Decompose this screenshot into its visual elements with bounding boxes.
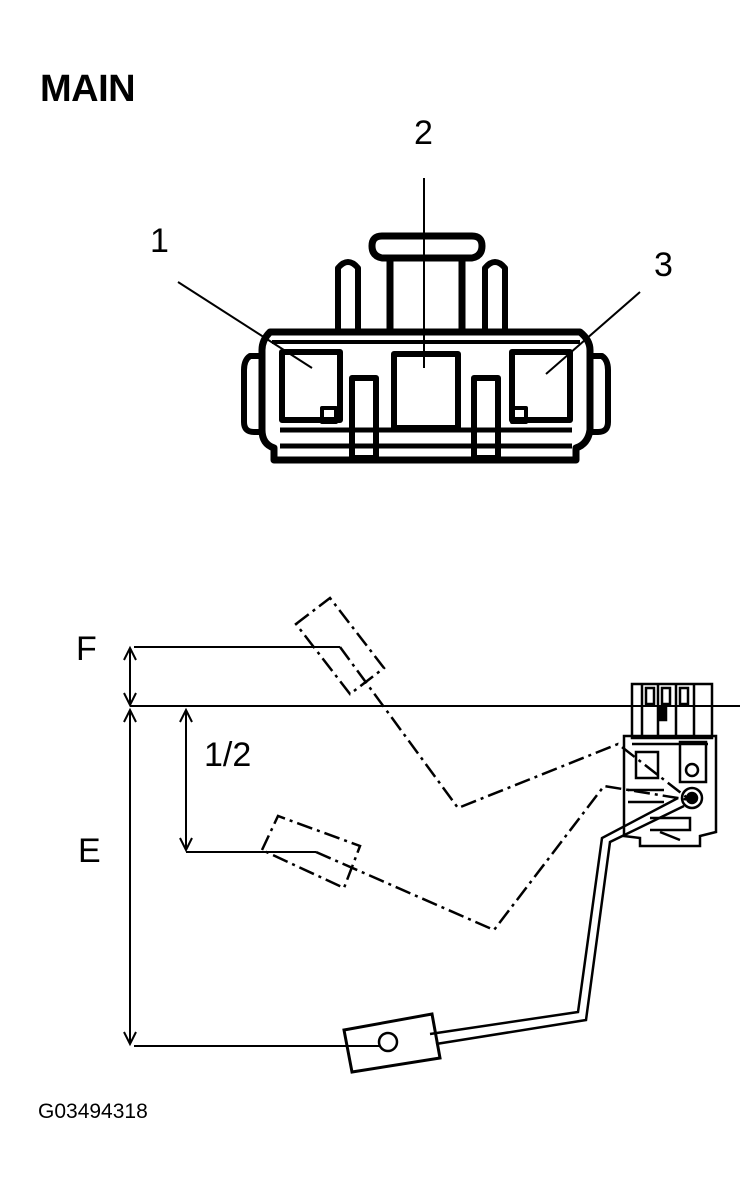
level-label-empty: E: [78, 832, 101, 870]
terminal-label-3: 3: [654, 246, 673, 284]
connector-drawing: [241, 232, 611, 464]
sender-unit: [622, 682, 718, 848]
float-arm-empty: [342, 796, 685, 1074]
phantom-float-arms: [260, 596, 691, 932]
terminal-label-1: 1: [150, 222, 169, 260]
connector-title: MAIN: [40, 68, 136, 110]
level-label-half: 1/2: [204, 736, 252, 774]
terminal-leaders: [177, 178, 641, 375]
terminal-label-2: 2: [414, 114, 433, 152]
level-label-full: F: [76, 630, 97, 668]
figure-id: G03494318: [38, 1100, 148, 1123]
level-dimension-lines: [123, 645, 740, 1047]
